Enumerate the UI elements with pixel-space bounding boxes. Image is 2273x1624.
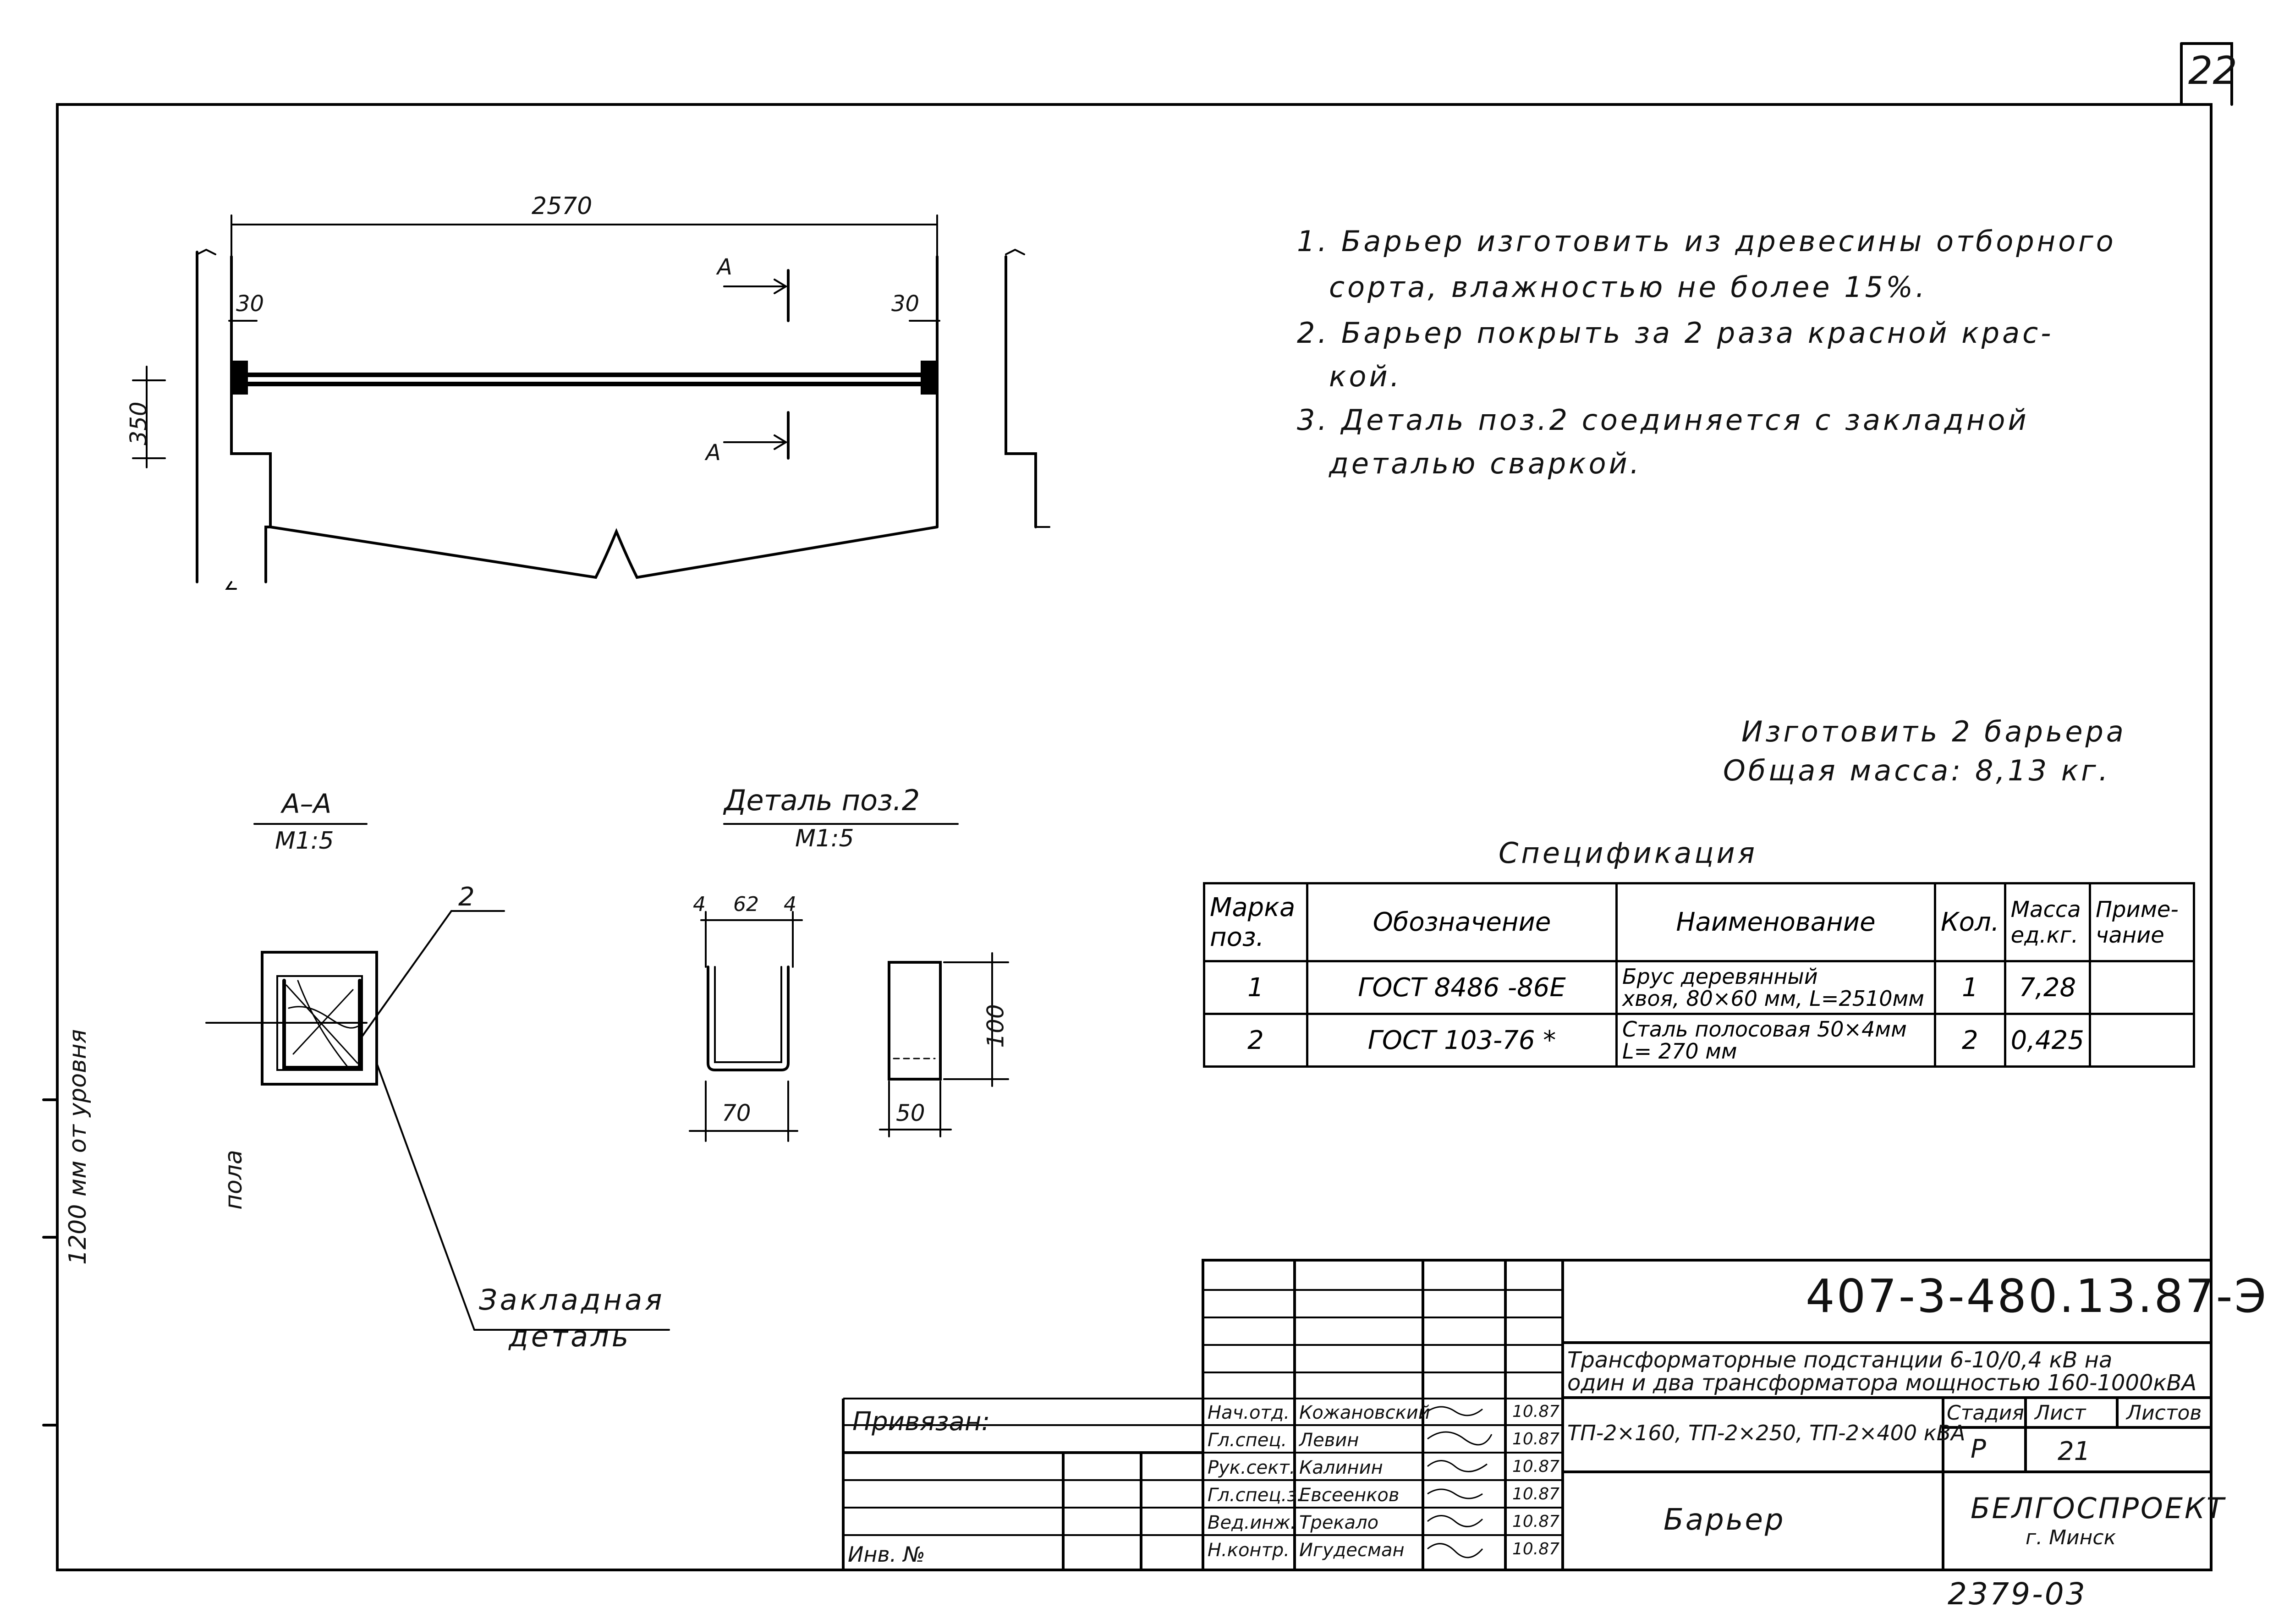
spec-mass: 7,28 <box>2004 960 2091 1015</box>
spec-note <box>2088 1013 2196 1068</box>
section-mark-top: А <box>717 254 732 280</box>
spec-h-pos: Марка поз. <box>1203 882 1308 962</box>
spec-pos: 1 <box>1203 960 1308 1015</box>
drawing-frame <box>56 103 2213 1571</box>
spec-h-mass: Масса ед.кг. <box>2004 882 2091 962</box>
signer-name: Калинин <box>1299 1457 1383 1478</box>
dim-30-left: 30 <box>236 291 264 317</box>
dim-70: 70 <box>722 1100 751 1126</box>
dim-2570: 2570 <box>532 192 593 220</box>
signer-date: 10.87 <box>1512 1512 1560 1531</box>
signer-date: 10.87 <box>1512 1485 1560 1503</box>
org-city: г. Минск <box>2026 1526 2116 1549</box>
section-aa <box>205 823 670 1331</box>
spec-qty: 2 <box>1934 1013 2006 1068</box>
spec-note <box>2088 960 2196 1015</box>
stage-label: Стадия <box>1947 1401 2024 1425</box>
sheet-number-box <box>2180 42 2233 106</box>
spec-h-qty: Кол. <box>1934 882 2006 962</box>
spec-name-2: L= 270 мм <box>1622 1039 1737 1064</box>
dim-50: 50 <box>896 1100 925 1126</box>
signer-name: Евсеенков <box>1299 1485 1400 1506</box>
stage-value: Р <box>1971 1434 1986 1464</box>
section-mark-bottom: А <box>706 440 721 466</box>
spec-designation: ГОСТ 8486 -86Е <box>1306 960 1618 1015</box>
note-line-6: деталью сваркой. <box>1329 447 1642 480</box>
signer-role: Гл.спец.з. <box>1208 1485 1303 1506</box>
signer-date: 10.87 <box>1512 1402 1560 1421</box>
note-line-5: 3. Деталь поз.2 соединяется с закладной <box>1297 403 2029 437</box>
object-name: Барьер <box>1664 1503 1785 1537</box>
detail-title: Деталь поз.2 <box>724 784 920 817</box>
detail-scale: М1:5 <box>795 825 854 852</box>
manufacture-line-1: Изготовить 2 барьера <box>1741 715 2126 748</box>
section-aa-scale: М1:5 <box>275 827 334 855</box>
signer-name: Трекало <box>1299 1512 1379 1533</box>
signer-date: 10.87 <box>1512 1430 1560 1448</box>
title-line-1: Трансформаторные подстанции 6-10/0,4 кВ … <box>1567 1347 2113 1373</box>
tied-label: Привязан: <box>852 1407 990 1437</box>
note-line-1: 1. Барьер изготовить из древесины отборн… <box>1297 225 2116 258</box>
subtitle: ТП-2×160, ТП-2×250, ТП-2×400 кВА <box>1567 1421 1966 1445</box>
signer-date: 10.87 <box>1512 1540 1560 1558</box>
signer-role: Вед.инж. <box>1208 1512 1296 1533</box>
signer-date: 10.87 <box>1512 1457 1560 1476</box>
signer-role: Гл.спец. <box>1208 1430 1287 1451</box>
spec-h-note: Приме-чание <box>2088 882 2196 962</box>
dim-4-right: 4 <box>784 893 796 916</box>
sheet-number: 22 <box>2188 48 2237 93</box>
embedded-label-1: Закладная <box>479 1283 665 1317</box>
title-line-2: один и два трансформатора мощностью 160-… <box>1567 1370 2197 1396</box>
spec-h-name: Наименование <box>1615 882 1936 962</box>
dim-62: 62 <box>733 893 759 916</box>
section-aa-pos-label: 2 <box>458 882 475 912</box>
note-line-3: 2. Барьер покрыть за 2 раза красной крас… <box>1297 316 2054 350</box>
spec-table: Марка поз. Обозначение Наименование Кол.… <box>1203 882 2196 1068</box>
spec-pos: 2 <box>1203 1013 1308 1068</box>
signer-name: Левин <box>1299 1430 1359 1451</box>
spec-title: Спецификация <box>1499 836 1758 870</box>
dim-30-right: 30 <box>891 291 920 317</box>
spec-header-row: Марка поз. Обозначение Наименование Кол.… <box>1203 882 2196 962</box>
signer-role: Нач.отд. <box>1208 1402 1290 1423</box>
org-name: БЕЛГОСПРОЕКТ <box>1971 1492 2226 1525</box>
dim-4-left: 4 <box>693 893 706 916</box>
signer-role: Рук.сект. <box>1208 1457 1296 1478</box>
signer-name: Кожановский <box>1299 1402 1430 1423</box>
signer-role: Н.контр. <box>1208 1540 1290 1561</box>
inv-label: Инв. № <box>848 1542 925 1567</box>
bottom-code: 2379-03 <box>1948 1576 2087 1612</box>
detail-pos2 <box>689 823 1009 1142</box>
spec-h-designation: Обозначение <box>1306 882 1618 962</box>
spec-qty: 1 <box>1934 960 2006 1015</box>
doc-code: 407-3-480.13.87-Э <box>1806 1269 2268 1323</box>
manufacture-line-2: Общая масса: 8,13 кг. <box>1723 754 2111 787</box>
plan-view <box>132 214 1050 590</box>
note-line-4: кой. <box>1329 360 1402 393</box>
embedded-label-2: деталь <box>509 1320 631 1353</box>
spec-name-2: хвоя, 80×60 мм, L=2510мм <box>1622 986 1924 1011</box>
note-line-2: сорта, влажностью не более 15%. <box>1329 270 1927 304</box>
spec-designation: ГОСТ 103-76 * <box>1306 1013 1618 1068</box>
sheet-value: 21 <box>2058 1437 2091 1466</box>
spec-name-1: Брус деревянный <box>1622 964 1818 989</box>
sheet-label: Лист <box>2035 1401 2086 1425</box>
spec-name-1: Сталь полосовая 50×4мм <box>1622 1017 1907 1042</box>
section-aa-title: А–А <box>282 788 332 819</box>
signer-name: Игудесман <box>1299 1540 1405 1561</box>
sheets-label: Листов <box>2126 1401 2202 1425</box>
spec-mass: 0,425 <box>2004 1013 2091 1068</box>
